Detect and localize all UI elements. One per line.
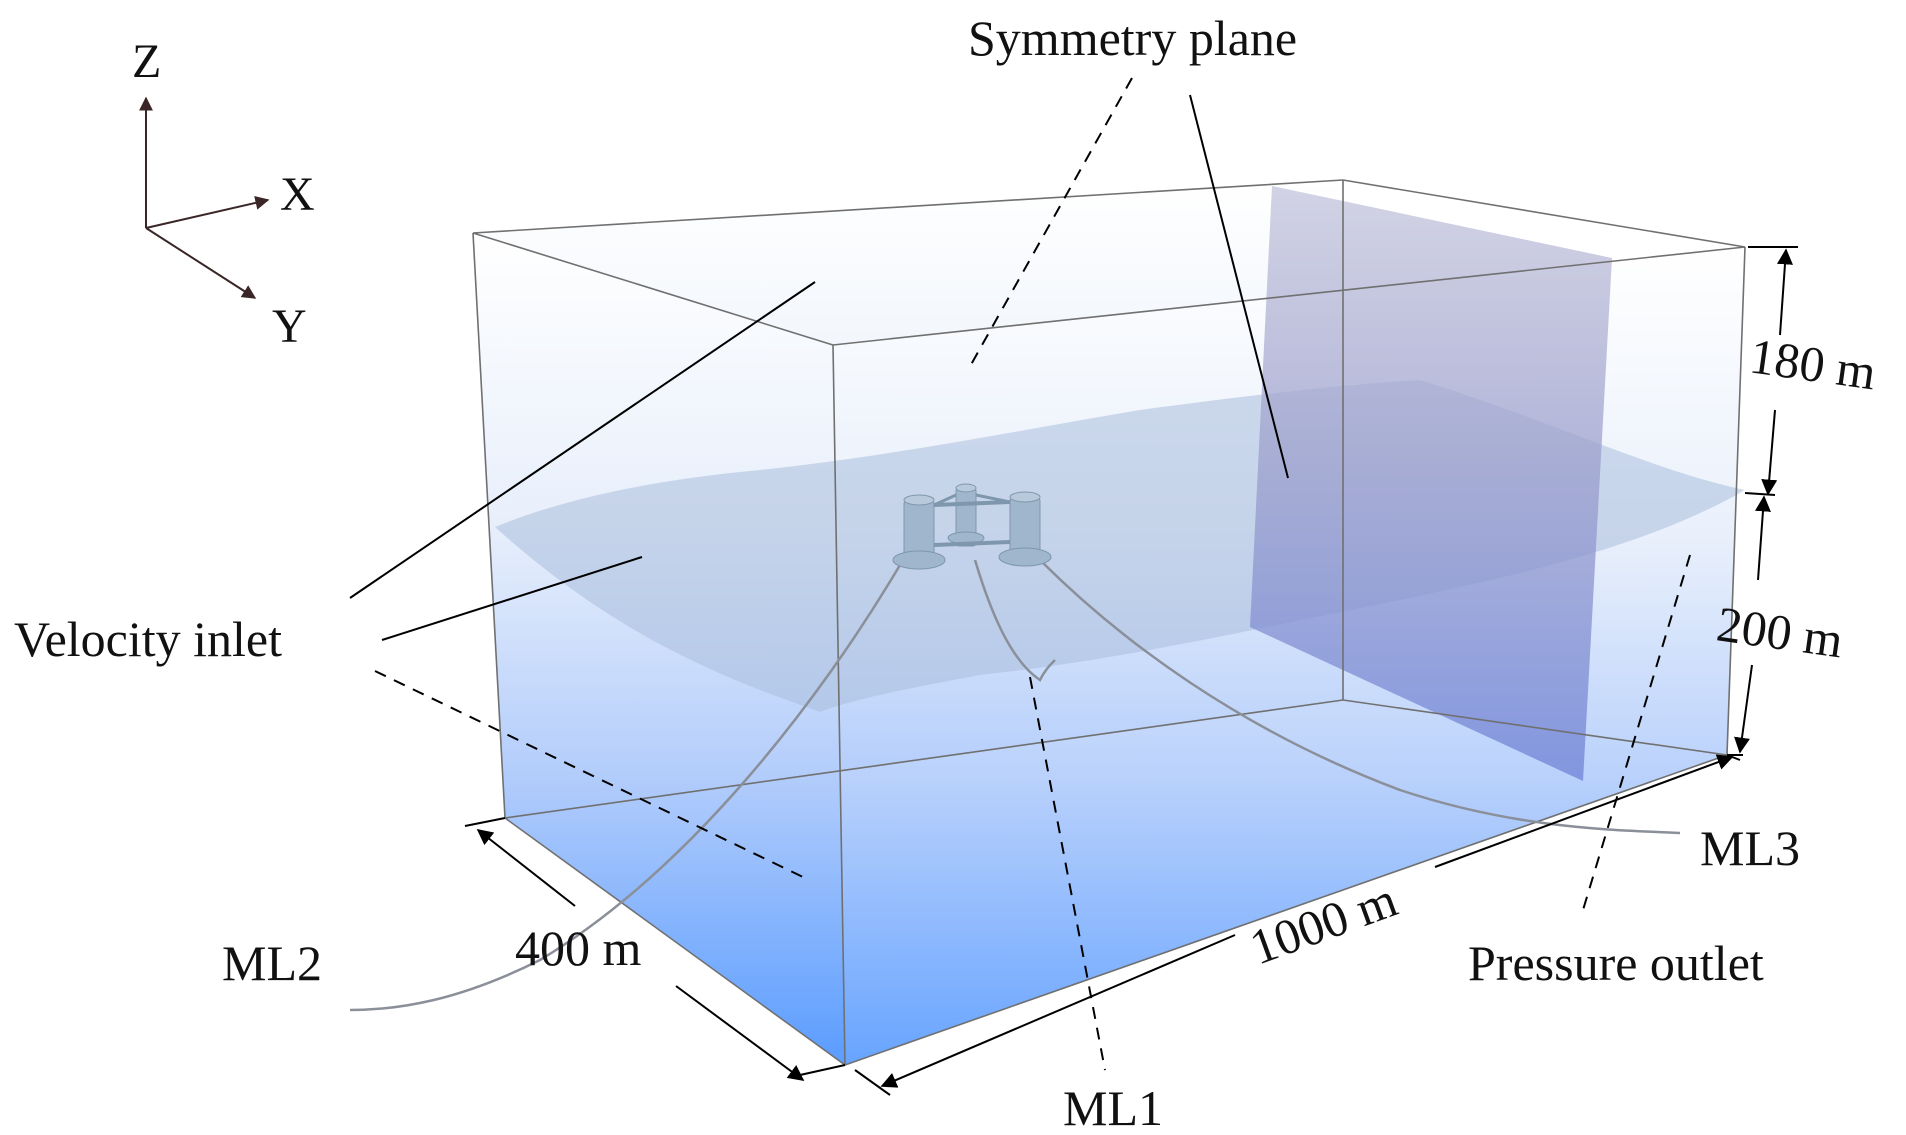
symmetry-plane-surface xyxy=(1250,186,1612,781)
mooring-line-ml2 xyxy=(349,564,902,1012)
velocity-inlet-leader-surface xyxy=(381,556,643,641)
z-axis-label: Z xyxy=(132,35,161,88)
y-axis-arrow xyxy=(145,227,257,299)
dimension-lines xyxy=(464,246,1798,1096)
ml3-label: ML3 xyxy=(1700,820,1800,876)
ml1-dashed-leader xyxy=(1029,676,1106,1071)
dim-1000-arrow-end xyxy=(1434,754,1734,868)
x-axis-arrow xyxy=(145,195,270,229)
symmetry-plane-dashed-leader xyxy=(967,77,1133,371)
dim-height-tick-mid xyxy=(1744,492,1776,496)
dim-200-arrow-up xyxy=(1754,495,1771,581)
dim-400-arrow-start xyxy=(476,829,576,907)
floating-platform xyxy=(892,483,1052,570)
symmetry-plane-solid-leader xyxy=(1189,94,1289,479)
y-axis-label: Y xyxy=(272,300,307,353)
dim-180-arrow-up xyxy=(1777,248,1793,336)
mooring-line-ml1 xyxy=(973,559,1056,682)
dimension-400-label: 400 m xyxy=(515,920,642,976)
dim-180-arrow-down xyxy=(1761,409,1778,496)
ml2-label: ML2 xyxy=(222,935,322,991)
dimension-200-label: 200 m xyxy=(1713,595,1846,668)
pressure-outlet-label: Pressure outlet xyxy=(1468,935,1764,991)
leader-lines xyxy=(349,77,1691,1071)
dim-1000-arrow-start xyxy=(880,934,1236,1088)
symmetry-plane-label: Symmetry plane xyxy=(968,10,1297,66)
dim-400-arrow-end xyxy=(675,985,805,1081)
dim-1000-extension-a xyxy=(854,1069,891,1096)
domain-edges xyxy=(472,179,1746,1066)
velocity-inlet-dashed-leader xyxy=(374,670,806,879)
velocity-inlet-label: Velocity inlet xyxy=(14,611,282,667)
coordinate-axes: Z X Y xyxy=(132,35,315,353)
dim-200-arrow-down xyxy=(1734,664,1753,754)
mooring-lines xyxy=(349,559,1681,1012)
ml1-label: ML1 xyxy=(1063,1080,1163,1135)
left-face xyxy=(473,233,845,1065)
dimension-180-label: 180 m xyxy=(1746,327,1879,400)
velocity-inlet-leader-top xyxy=(349,281,816,599)
mooring-line-ml3 xyxy=(1039,559,1681,835)
dim-400-extension-a xyxy=(464,817,506,827)
dim-400-extension-b xyxy=(799,1064,846,1076)
x-axis-label: X xyxy=(280,168,315,221)
